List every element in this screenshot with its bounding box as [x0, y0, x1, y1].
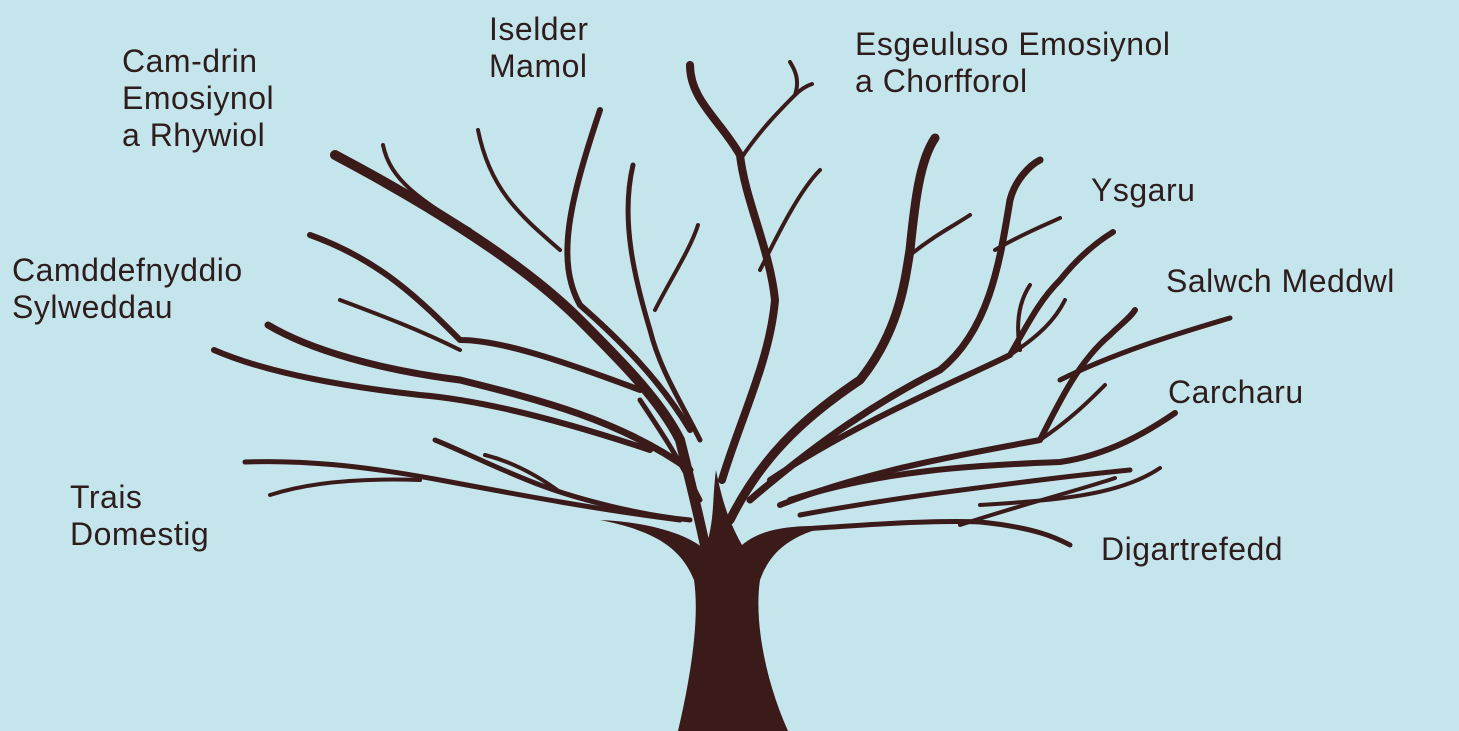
label-salwch: Salwch Meddwl: [1166, 263, 1395, 300]
branch: [686, 61, 779, 484]
branch: [264, 321, 694, 474]
label-cam-drin: Cam-drin Emosiynol a Rhywiol: [122, 43, 274, 154]
branch: [1016, 283, 1032, 352]
label-carcharu: Carcharu: [1168, 374, 1304, 411]
branch: [908, 213, 972, 257]
label-line: Carcharu: [1168, 374, 1304, 410]
branch: [1038, 383, 1107, 442]
branch: [268, 477, 422, 497]
label-line: Salwch Meddwl: [1166, 263, 1395, 299]
label-line: Trais: [70, 479, 143, 515]
branch: [432, 437, 693, 523]
branch: [476, 128, 562, 252]
tree-trunk: [600, 470, 830, 731]
label-line: Ysgaru: [1091, 172, 1196, 208]
label-camddefnyddio: Camddefnyddio Sylweddau: [12, 252, 243, 326]
label-esgeuluso: Esgeuluso Emosiynol a Chorfforol: [855, 26, 1170, 100]
branch: [993, 216, 1062, 252]
label-digartrefedd: Digartrefedd: [1101, 531, 1283, 568]
branch: [1008, 298, 1067, 357]
branch: [307, 232, 643, 393]
label-line: Sylweddau: [12, 289, 174, 325]
label-line: a Chorfforol: [855, 63, 1028, 99]
branch: [483, 453, 562, 494]
branch: [625, 162, 703, 443]
label-iselder: Iselder Mamol: [489, 11, 589, 85]
label-ysgaru: Ysgaru: [1091, 172, 1195, 209]
branch: [738, 60, 800, 162]
branch: [787, 410, 1178, 503]
label-trais: Trais Domestig: [70, 479, 209, 553]
label-line: Iselder: [489, 11, 589, 47]
branch: [725, 133, 940, 525]
label-line: Cam-drin: [122, 43, 258, 79]
branch: [637, 397, 703, 503]
branch: [767, 229, 1116, 483]
branch: [978, 466, 1162, 507]
branch: [653, 223, 700, 312]
branch: [787, 519, 1073, 548]
branch: [758, 168, 822, 272]
branch: [797, 467, 1133, 518]
branch: [242, 459, 683, 523]
branch: [793, 82, 814, 97]
label-line: Domestig: [70, 516, 210, 552]
branch: [338, 298, 462, 352]
branch: [211, 347, 653, 453]
branch: [381, 143, 472, 232]
label-line: Camddefnyddio: [12, 252, 243, 288]
label-line: Emosiynol: [122, 80, 275, 116]
label-line: a Rhywiol: [122, 117, 266, 153]
label-line: Esgeuluso Emosiynol: [855, 26, 1171, 62]
label-line: Mamol: [489, 48, 588, 84]
branch: [564, 107, 693, 433]
branch: [777, 307, 1138, 508]
branch: [1057, 315, 1233, 383]
branch: [746, 156, 1044, 504]
label-line: Digartrefedd: [1101, 531, 1284, 567]
